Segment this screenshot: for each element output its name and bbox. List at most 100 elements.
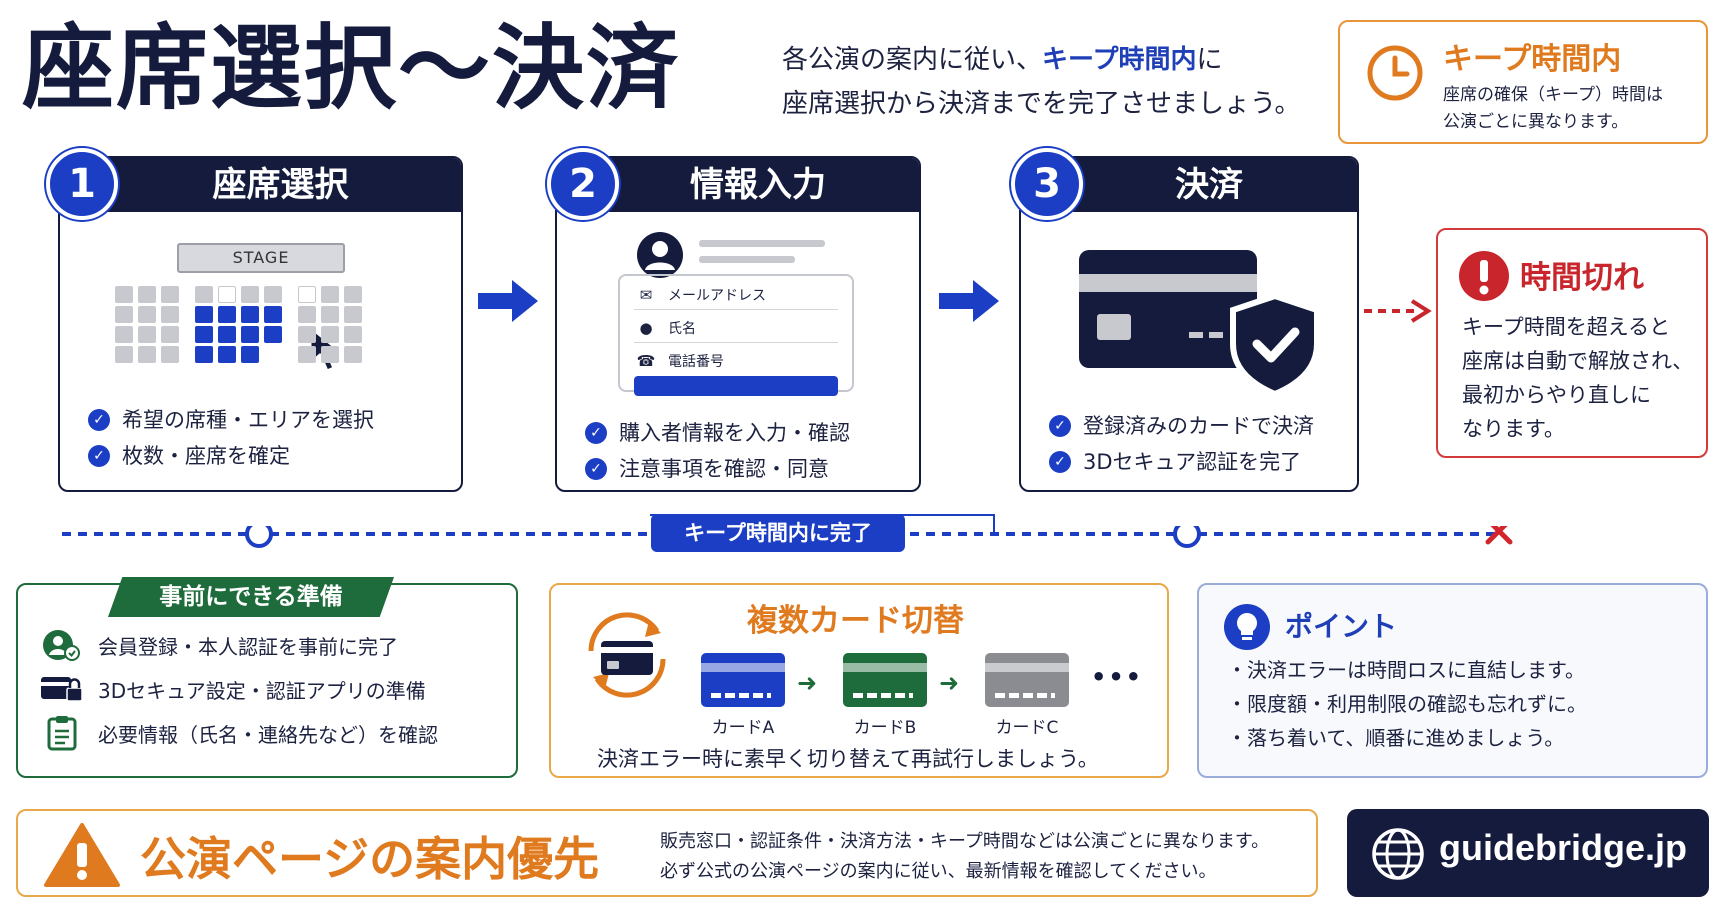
- timeout-line: 座席は自動で解放され、: [1462, 349, 1694, 373]
- point-title: ポイント: [1285, 610, 1398, 643]
- more-dots: •••: [1091, 663, 1144, 691]
- prep-item: 3Dセキュア設定・認証アプリの準備: [40, 669, 426, 709]
- seat: [195, 326, 213, 343]
- step-2-checks: ✓ 購入者情報を入力・確認 ✓注意事項を確認・同意: [585, 415, 850, 487]
- seat: [321, 326, 339, 343]
- card-label: カードA: [711, 718, 775, 738]
- keep-desc-line: 座席の確保（キープ）時間は: [1443, 85, 1663, 105]
- step-2-card: 情報入力 ✉メールアドレス ●氏名 ☎電話番号 ✓購入者情報を入力・確認 ✓注意…: [555, 156, 921, 492]
- seat: [195, 346, 213, 363]
- mail-icon: ✉: [639, 285, 653, 304]
- step-3-number: 3: [1011, 148, 1083, 220]
- multi-card-title: 複数カード切替: [747, 603, 964, 639]
- form-row-name: ● 氏名: [634, 313, 838, 343]
- lightbulb-icon: [1224, 604, 1270, 650]
- seat: [344, 326, 362, 343]
- check-icon: ✓: [585, 422, 607, 444]
- multi-card-box: 複数カード切替 ➜ ➜ ••• カードA カードB カードC 決済エラー時に素早…: [549, 583, 1169, 778]
- seat: [115, 286, 133, 303]
- seat: [138, 286, 156, 303]
- site-url[interactable]: guidebridge.jp: [1439, 827, 1687, 868]
- seat: [298, 346, 316, 363]
- seat: [138, 326, 156, 343]
- person-icon: ●: [639, 318, 653, 337]
- priority-desc: 販売窓口・認証条件・決済方法・キープ時間などは公演ごとに異なります。 必ず公式の…: [660, 827, 1269, 887]
- field-label: 電話番号: [668, 354, 724, 370]
- seat: [218, 346, 236, 363]
- keep-time-desc: 座席の確保（キープ）時間は 公演ごとに異なります。: [1443, 82, 1663, 136]
- timeline-node: [245, 526, 273, 548]
- check-text: 枚数・座席を確定: [122, 444, 290, 468]
- form-row-email: ✉メールアドレス: [634, 280, 838, 310]
- stage-label: STAGE: [177, 243, 345, 273]
- timeout-title: 時間切れ: [1520, 260, 1644, 296]
- seat: [241, 286, 259, 303]
- check-item: ✓枚数・座席を確定: [88, 438, 374, 474]
- check-text: 登録済みのカードで決済: [1083, 414, 1314, 438]
- seat: [321, 346, 339, 363]
- timeout-desc: キープ時間を超えると 座席は自動で解放され、 最初からやり直しに なります。: [1462, 310, 1693, 446]
- check-text: 注意事項を確認・同意: [619, 457, 829, 481]
- field-label: 氏名: [668, 320, 696, 337]
- intro-line-2: 座席選択から決済までを完了させましょう。: [782, 89, 1301, 119]
- card-label: カードB: [853, 718, 917, 738]
- step-1-number: 1: [46, 148, 118, 220]
- seat: [218, 286, 236, 303]
- dashed-arrow-icon: [1364, 299, 1432, 323]
- seat: [161, 286, 179, 303]
- seat: [138, 346, 156, 363]
- seat: [138, 306, 156, 323]
- seat: [218, 306, 236, 323]
- point-item: 限度額・利用制限の確認も忘れずに。: [1227, 687, 1587, 721]
- cross-icon: [1485, 526, 1513, 545]
- seat: [241, 306, 259, 323]
- step-1-title: 座席選択: [60, 158, 461, 212]
- card-c-icon: [985, 653, 1069, 707]
- prep-item-text: 会員登録・本人認証を事前に完了: [98, 634, 398, 659]
- card-switch-icon: [588, 612, 666, 698]
- seat: [344, 286, 362, 303]
- timeout-line: なります。: [1462, 417, 1565, 441]
- seat: [344, 346, 362, 363]
- prep-item-text: 必要情報（氏名・連絡先など）を確認: [98, 722, 438, 747]
- user-check-icon: [40, 627, 84, 663]
- check-icon: ✓: [1049, 415, 1071, 437]
- alert-icon: [1459, 251, 1509, 301]
- seat: [321, 306, 339, 323]
- seat: [115, 306, 133, 323]
- check-item: ✓注意事項を確認・同意: [585, 451, 850, 487]
- seat: [298, 326, 316, 343]
- intro-prefix: 各公演の案内に従い、: [782, 45, 1043, 75]
- seat: [298, 286, 316, 303]
- seat: [161, 306, 179, 323]
- keep-time-title: キープ時間内: [1443, 42, 1622, 77]
- placeholder-line: [699, 240, 825, 247]
- intro-line-1: 各公演の案内に従い、キープ時間内に: [782, 38, 1300, 82]
- form-row-phone: ☎ 電話番号: [634, 346, 838, 376]
- step-1-checks: ✓希望の席種・エリアを選択 ✓枚数・座席を確定: [88, 402, 374, 474]
- phone-icon: ☎: [636, 352, 656, 370]
- seat: [241, 326, 259, 343]
- priority-desc-line: 必ず公式の公演ページの案内に従い、最新情報を確認してください。: [660, 861, 1217, 882]
- check-item: ✓ 登録済みのカードで決済: [1049, 408, 1314, 444]
- arrow-icon: ➜: [939, 669, 960, 697]
- check-icon: ✓: [88, 409, 110, 431]
- seat: [264, 326, 282, 343]
- page-title: 座席選択〜決済: [22, 15, 681, 122]
- seat: [264, 306, 282, 323]
- seat: [218, 326, 236, 343]
- timeline-bracket: [993, 514, 995, 536]
- check-item: ✓希望の席種・エリアを選択: [88, 402, 374, 438]
- check-text: 購入者情報を入力・確認: [619, 421, 850, 445]
- seat: [195, 286, 213, 303]
- arrow-right-icon: [939, 280, 999, 322]
- priority-box: 公演ページの案内優先 販売窓口・認証条件・決済方法・キープ時間などは公演ごとに異…: [16, 809, 1318, 897]
- seat: [344, 306, 362, 323]
- warning-icon: [44, 823, 120, 887]
- credit-card-shield-icon: [1079, 250, 1320, 398]
- globe-icon: [1372, 828, 1424, 880]
- site-badge[interactable]: guidebridge.jp: [1347, 809, 1709, 897]
- card-a-icon: [701, 653, 785, 707]
- check-icon: ✓: [1049, 451, 1071, 473]
- timeout-line: 最初からやり直しに: [1462, 383, 1651, 407]
